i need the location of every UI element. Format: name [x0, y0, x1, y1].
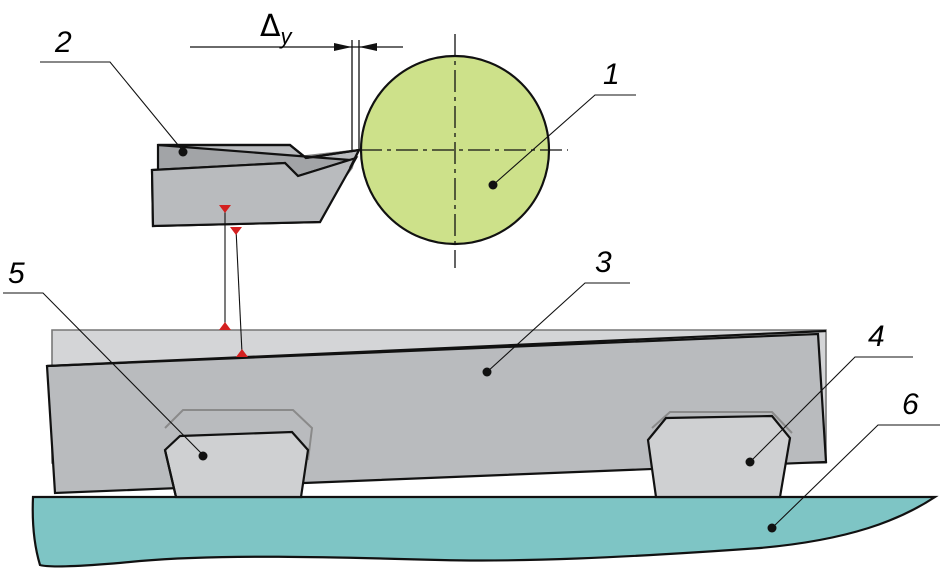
base-part-6 — [31, 495, 939, 568]
label-part-6: 6 — [902, 388, 919, 421]
tie-line-displaced — [235, 228, 243, 354]
bed-top-edge — [46, 329, 827, 368]
support-left-edge — [163, 449, 178, 498]
leader-1-dot — [488, 180, 498, 190]
label-part-3: 3 — [595, 246, 612, 279]
label-part-4: 4 — [868, 320, 885, 353]
support-part-5 — [163, 430, 310, 499]
support-part-4 — [646, 414, 792, 499]
label-part-1: 1 — [603, 58, 620, 91]
support-ghost-right — [651, 411, 793, 434]
dimension-symbol: Δy — [260, 9, 294, 49]
leader-6-dot — [767, 523, 777, 533]
leader-4 — [749, 356, 913, 463]
marker-tool-nominal — [219, 205, 231, 213]
leader-2 — [40, 61, 184, 152]
tool-body — [150, 156, 359, 228]
leader-5-dot — [198, 451, 208, 461]
leader-3-dot — [482, 367, 492, 377]
tool-top — [156, 143, 361, 170]
marker-bed-nominal — [219, 322, 231, 330]
leader-1 — [492, 94, 636, 186]
leader-6 — [771, 424, 940, 529]
dimension-arrow-right — [359, 43, 377, 51]
label-part-5: 5 — [8, 257, 25, 290]
leader-5 — [3, 292, 204, 456]
marker-bed-displaced — [236, 349, 248, 357]
leader-4-dot — [745, 457, 755, 467]
leader-2-dot — [178, 147, 188, 157]
dimension-arrow-left — [334, 43, 352, 51]
dimension-subscript: y — [279, 24, 294, 49]
label-part-2: 2 — [54, 26, 72, 59]
marker-tool-displaced — [230, 227, 242, 235]
support-ghost-left — [164, 409, 314, 461]
leader-3 — [486, 282, 630, 373]
